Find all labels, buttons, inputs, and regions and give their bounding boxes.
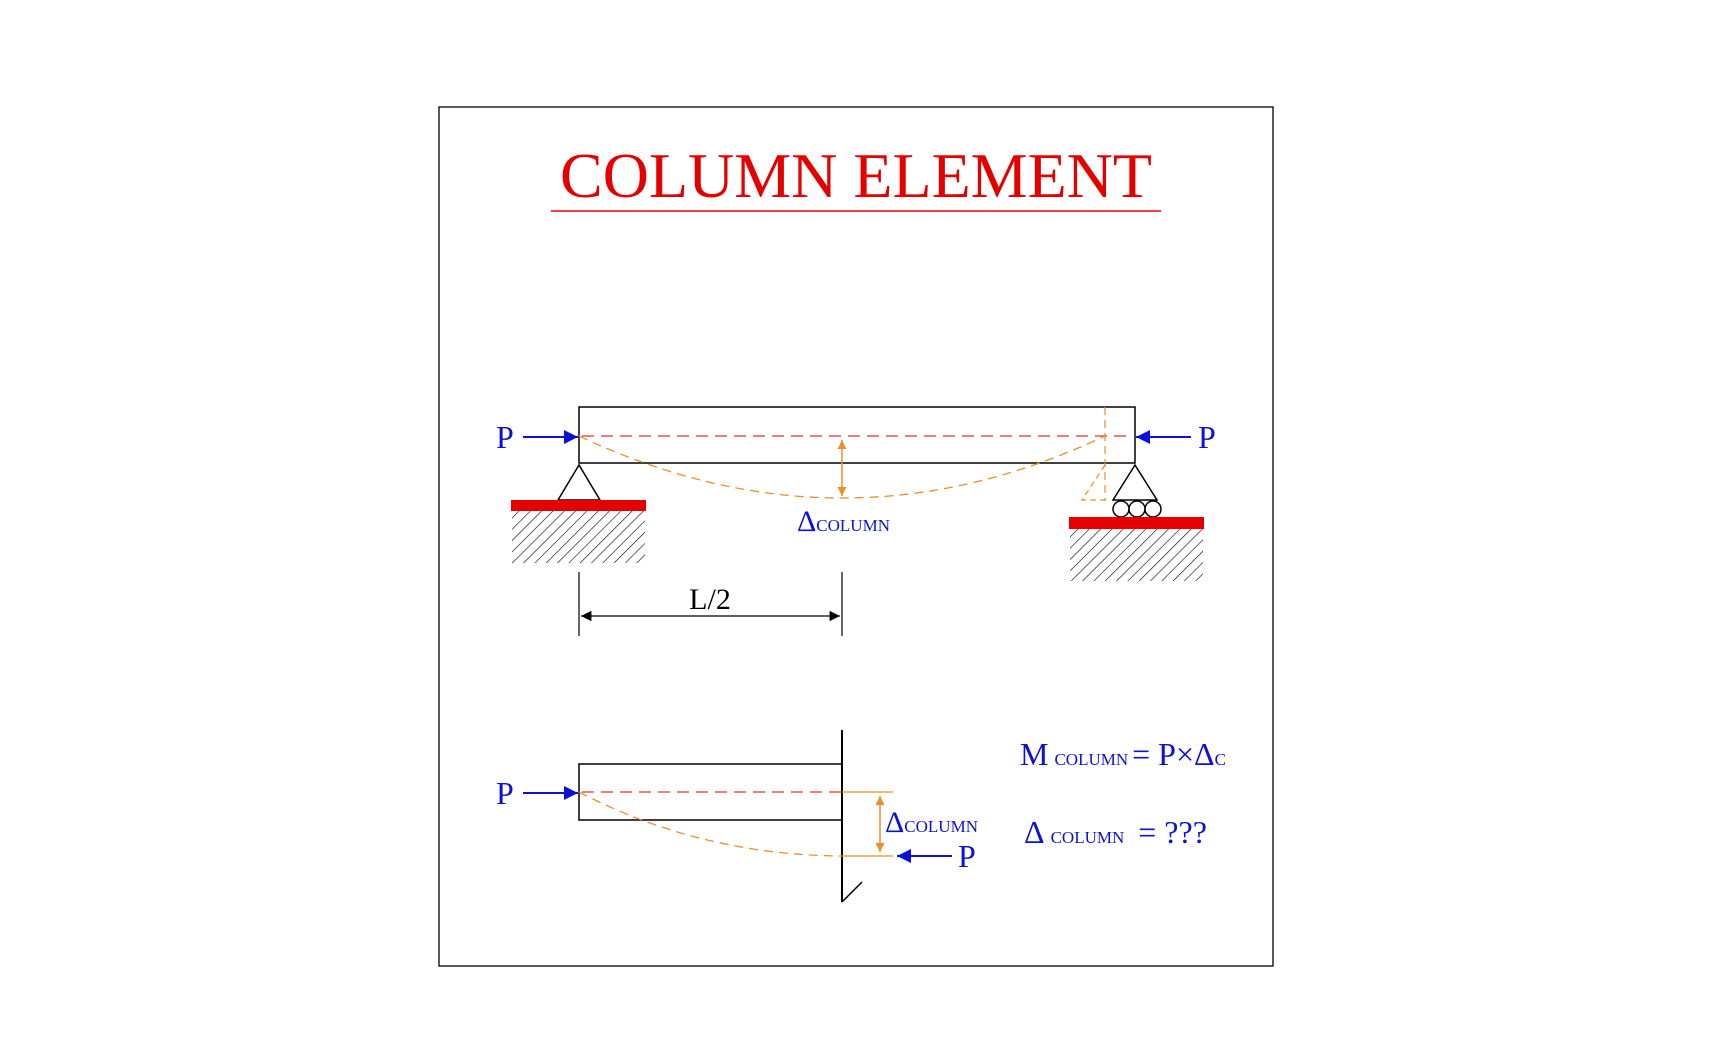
roller-3 xyxy=(1144,500,1162,518)
fixed-wall-tick xyxy=(841,881,863,903)
cantilever-deflected-shape xyxy=(578,791,843,857)
support-pad-right xyxy=(1069,517,1204,529)
bottom-diagram: ΔCOLUMN P P xyxy=(496,730,978,903)
cantilever-load-label-right: P xyxy=(958,838,976,874)
roller-1 xyxy=(1112,500,1130,518)
roller-support-right xyxy=(1111,463,1159,501)
dimension-label: L/2 xyxy=(689,583,731,616)
load-label-right: P xyxy=(1198,419,1216,455)
ground-hatch-left xyxy=(512,511,645,563)
cantilever-load-label-left: P xyxy=(496,775,514,811)
displaced-support-ghost xyxy=(1080,464,1110,501)
deflection-label: ΔCOLUMN xyxy=(797,505,890,538)
cantilever-deflection-label: ΔCOLUMN xyxy=(885,806,978,839)
page-title: COLUMN ELEMENT xyxy=(560,140,1152,211)
beam-column xyxy=(578,406,1136,464)
ground-hatch-right xyxy=(1070,529,1203,581)
roller-2 xyxy=(1128,500,1146,518)
top-diagram: ΔCOLUMN P P L/2 xyxy=(496,406,1216,636)
support-pad-left xyxy=(511,500,646,511)
load-label-left: P xyxy=(496,419,514,455)
deflected-shape xyxy=(578,435,1106,499)
